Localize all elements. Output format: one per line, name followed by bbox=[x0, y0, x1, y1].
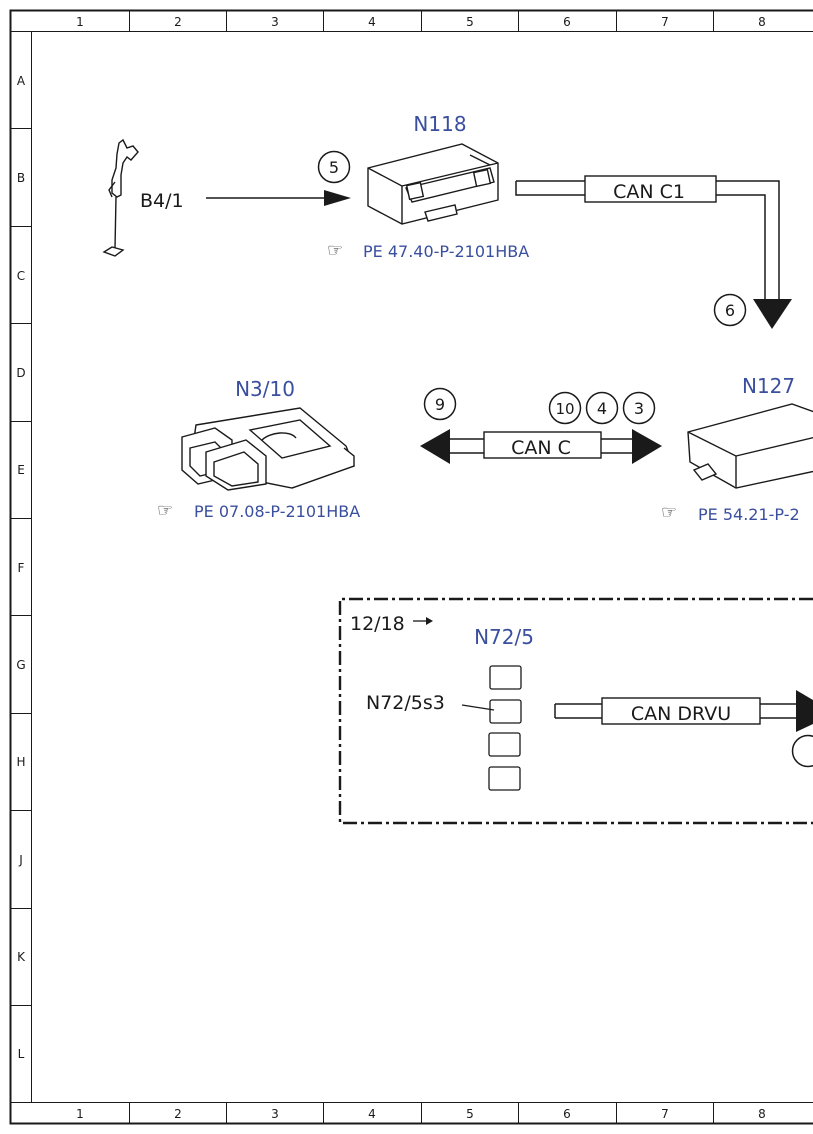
n310-ref-link[interactable]: PE 07.08-P-2101HBA bbox=[194, 502, 360, 521]
n310-reference[interactable]: ☞ PE 07.08-P-2101HBA bbox=[157, 500, 360, 521]
n310-engine-control-unit-icon bbox=[181, 407, 355, 491]
column-ticks bbox=[129, 11, 714, 1123]
switch-button-icon bbox=[489, 699, 522, 724]
column-labels-bottom: 1 2 3 4 5 6 7 8 bbox=[76, 1107, 766, 1121]
column-label: 2 bbox=[174, 1107, 182, 1121]
can-c1-label: CAN C1 bbox=[613, 181, 685, 203]
switch-button-icon bbox=[488, 732, 521, 757]
step-badge-4: 4 bbox=[585, 391, 619, 425]
pointing-hand-icon: ☞ bbox=[661, 502, 677, 523]
column-label: 5 bbox=[466, 15, 474, 29]
column-labels-top: 1 2 3 4 5 6 7 8 bbox=[76, 15, 766, 29]
column-label: 8 bbox=[758, 1107, 766, 1121]
leader-line bbox=[461, 704, 495, 711]
step-badge-10: 10 bbox=[548, 391, 582, 425]
can-c1-box bbox=[584, 175, 717, 203]
column-label: 6 bbox=[563, 15, 571, 29]
svg-text:4: 4 bbox=[597, 399, 607, 418]
row-label: C bbox=[17, 269, 25, 283]
n118-title: N118 bbox=[413, 112, 466, 136]
arrow-right-icon bbox=[632, 429, 662, 464]
column-label: 7 bbox=[661, 15, 669, 29]
n725-enclosure bbox=[338, 597, 813, 825]
column-label: 6 bbox=[563, 1107, 571, 1121]
n127-ref-link[interactable]: PE 54.21-P-2 bbox=[698, 505, 800, 524]
row-label: G bbox=[16, 658, 25, 672]
row-label: D bbox=[16, 366, 25, 380]
step-badge-5: 5 bbox=[317, 150, 351, 184]
switch-buttons bbox=[488, 665, 522, 791]
can-drvu-label: CAN DRVU bbox=[631, 703, 731, 725]
row-label: J bbox=[18, 853, 23, 867]
column-label: 3 bbox=[271, 15, 279, 29]
b41-label: B4/1 bbox=[140, 190, 184, 212]
switch-button-icon bbox=[489, 665, 522, 690]
outer-frame bbox=[9, 9, 813, 1125]
column-label: 1 bbox=[76, 1107, 84, 1121]
row-label: H bbox=[16, 755, 25, 769]
svg-text:5: 5 bbox=[329, 158, 339, 177]
row-label: K bbox=[17, 950, 26, 964]
step-badge-3: 3 bbox=[622, 391, 656, 425]
fuel-level-sensor-icon bbox=[102, 138, 139, 257]
can-c-box bbox=[483, 431, 602, 459]
column-label: 1 bbox=[76, 15, 84, 29]
column-label: 2 bbox=[174, 15, 182, 29]
n118-control-unit-icon bbox=[367, 143, 499, 225]
n127-reference[interactable]: ☞ PE 54.21-P-2 bbox=[661, 502, 800, 524]
row-label: A bbox=[17, 74, 26, 88]
svg-text:10: 10 bbox=[555, 400, 574, 418]
svg-text:6: 6 bbox=[725, 301, 735, 320]
row-label: E bbox=[17, 463, 25, 477]
arrow-right-icon bbox=[796, 690, 813, 732]
zone-ref-arrow-icon bbox=[413, 617, 433, 625]
svg-text:3: 3 bbox=[634, 399, 644, 418]
arrow-down-icon bbox=[753, 299, 792, 329]
n127-title: N127 bbox=[742, 374, 795, 398]
n725s3-label: N72/5s3 bbox=[366, 692, 445, 714]
pointing-hand-icon: ☞ bbox=[327, 240, 343, 261]
row-label: L bbox=[18, 1047, 25, 1061]
row-label: F bbox=[18, 561, 25, 575]
n127-control-unit-icon bbox=[687, 403, 813, 489]
row-ticks bbox=[11, 128, 31, 1006]
svg-text:9: 9 bbox=[435, 395, 445, 414]
column-label: 3 bbox=[271, 1107, 279, 1121]
n118-reference[interactable]: ☞ PE 47.40-P-2101HBA bbox=[327, 240, 529, 261]
pointing-hand-icon: ☞ bbox=[157, 500, 173, 521]
step-badge-9: 9 bbox=[423, 387, 457, 421]
column-label: 5 bbox=[466, 1107, 474, 1121]
column-label: 4 bbox=[368, 15, 376, 29]
zone-ref-label: 12/18 bbox=[350, 613, 405, 635]
arrow-right-icon bbox=[324, 190, 351, 206]
column-label: 8 bbox=[758, 15, 766, 29]
n118-ref-link[interactable]: PE 47.40-P-2101HBA bbox=[363, 242, 529, 261]
n310-title: N3/10 bbox=[235, 377, 295, 401]
arrow-left-icon bbox=[420, 429, 450, 464]
step-badge-6: 6 bbox=[713, 293, 747, 327]
can-c-label: CAN C bbox=[511, 437, 571, 459]
row-label: B bbox=[17, 171, 25, 185]
switch-button-icon bbox=[488, 766, 521, 791]
n725-title: N72/5 bbox=[474, 625, 534, 649]
row-labels: A B C D E F G H J K L bbox=[16, 74, 26, 1061]
can-drvu-box bbox=[601, 697, 761, 725]
step-badge-cropped bbox=[791, 734, 813, 768]
column-label: 7 bbox=[661, 1107, 669, 1121]
column-label: 4 bbox=[368, 1107, 376, 1121]
